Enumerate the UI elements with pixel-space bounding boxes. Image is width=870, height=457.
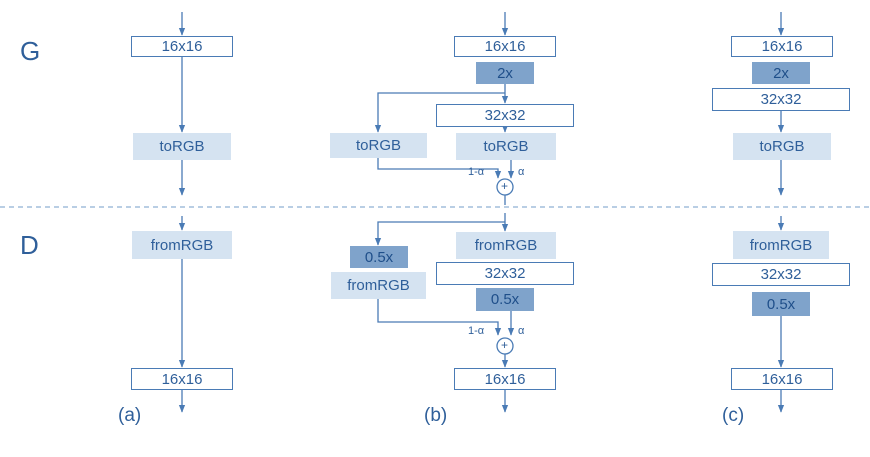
caption-c: (c) [722,405,745,426]
b-d-16x16-block: 16x16 [454,368,556,390]
b-fromrgb-skip-block: fromRGB [331,272,426,299]
b-g-sum-node: + [501,179,509,193]
discriminator-label: D [20,230,39,260]
c-g-32x32-block: 32x32 [712,88,850,111]
caption-b: (b) [424,405,448,426]
a-torgb-block: toRGB [133,133,231,160]
c-d-32x32-block: 32x32 [712,263,850,286]
b-g-alpha-label: α [518,166,525,178]
b-d-sum-node: + [501,338,509,352]
caption-a: (a) [118,405,142,426]
a-d-16x16-block: 16x16 [131,368,233,390]
a-g-16x16-block: 16x16 [131,36,233,57]
b-fromrgb-block: fromRGB [456,232,556,259]
b-d-alpha-label: α [518,325,525,337]
c-upsample-2x-block: 2x [752,62,810,84]
b-d-32x32-block: 32x32 [436,262,574,285]
b-g-32x32-block: 32x32 [436,104,574,127]
b-torgb-block: toRGB [456,133,556,160]
c-d-16x16-block: 16x16 [731,368,833,390]
c-downsample-block: 0.5x [752,292,810,316]
b-d-one-minus-alpha-label: 1-α [468,325,485,337]
b-torgb-skip-block: toRGB [330,133,427,158]
generator-label: G [20,36,41,66]
c-fromrgb-block: fromRGB [733,231,829,259]
b-downsample-skip-block: 0.5x [350,246,408,268]
b-g-16x16-block: 16x16 [454,36,556,57]
b-downsample-block: 0.5x [476,288,534,311]
c-torgb-block: toRGB [733,133,831,160]
b-g-one-minus-alpha-label: 1-α [468,166,485,178]
a-fromrgb-block: fromRGB [132,231,232,259]
b-upsample-2x-block: 2x [476,62,534,84]
c-g-16x16-block: 16x16 [731,36,833,57]
